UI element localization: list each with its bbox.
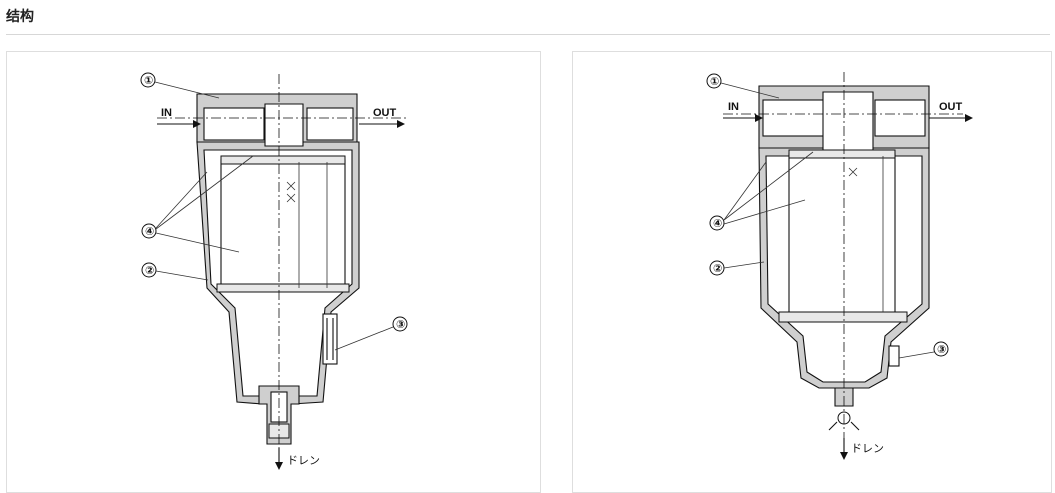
callout-2: ② [141,262,209,281]
callout-3: ③ [898,341,949,359]
callout-1: ① [140,72,220,99]
title-divider [6,34,1050,35]
svg-text:①: ① [710,75,719,88]
svg-text:④: ④ [145,225,154,238]
diagram-panel-left: IN OUT ドレン ① ④ ② ③ [6,51,541,493]
diagram-panel-right: IN OUT ドレン ① ④ ② ③ [572,51,1052,493]
element-cap-bottom [216,283,350,293]
out-label: OUT [373,107,397,119]
outlet-port [306,107,354,141]
svg-text:③: ③ [937,343,946,356]
out-label: OUT [939,101,963,113]
callout-1: ① [706,73,780,99]
callout-3: ③ [334,316,408,351]
inlet-port [203,107,265,141]
element-cap-bottom [778,311,908,323]
center-passage [822,91,874,157]
svg-text:②: ② [145,264,154,277]
level-gauge [888,345,900,367]
drain-label: ドレン [851,442,884,455]
section-title: 结构 [6,9,34,25]
drain-label: ドレン [287,454,320,467]
filter-element [220,159,346,291]
center-passage [264,103,304,147]
outlet-port [874,99,926,137]
in-label: IN [161,107,172,119]
inlet-port [762,99,826,137]
filter-element [788,153,896,315]
callout-2: ② [709,260,765,276]
flow-arrow-marks [286,181,296,203]
callout-4: ④ [141,155,254,253]
svg-text:④: ④ [713,217,722,230]
svg-text:①: ① [144,74,153,87]
filter-cross-section-right: IN OUT ドレン ① ④ ② ③ [706,72,973,460]
svg-text:③: ③ [396,318,405,331]
in-label: IN [728,101,739,113]
callout-4: ④ [709,151,814,231]
element-cap-top [220,155,346,165]
element-cap-top [788,149,896,159]
level-gauge [322,313,338,365]
svg-text:②: ② [713,262,722,275]
filter-cross-section-left: IN OUT ドレン ① ④ ② ③ [140,72,408,470]
